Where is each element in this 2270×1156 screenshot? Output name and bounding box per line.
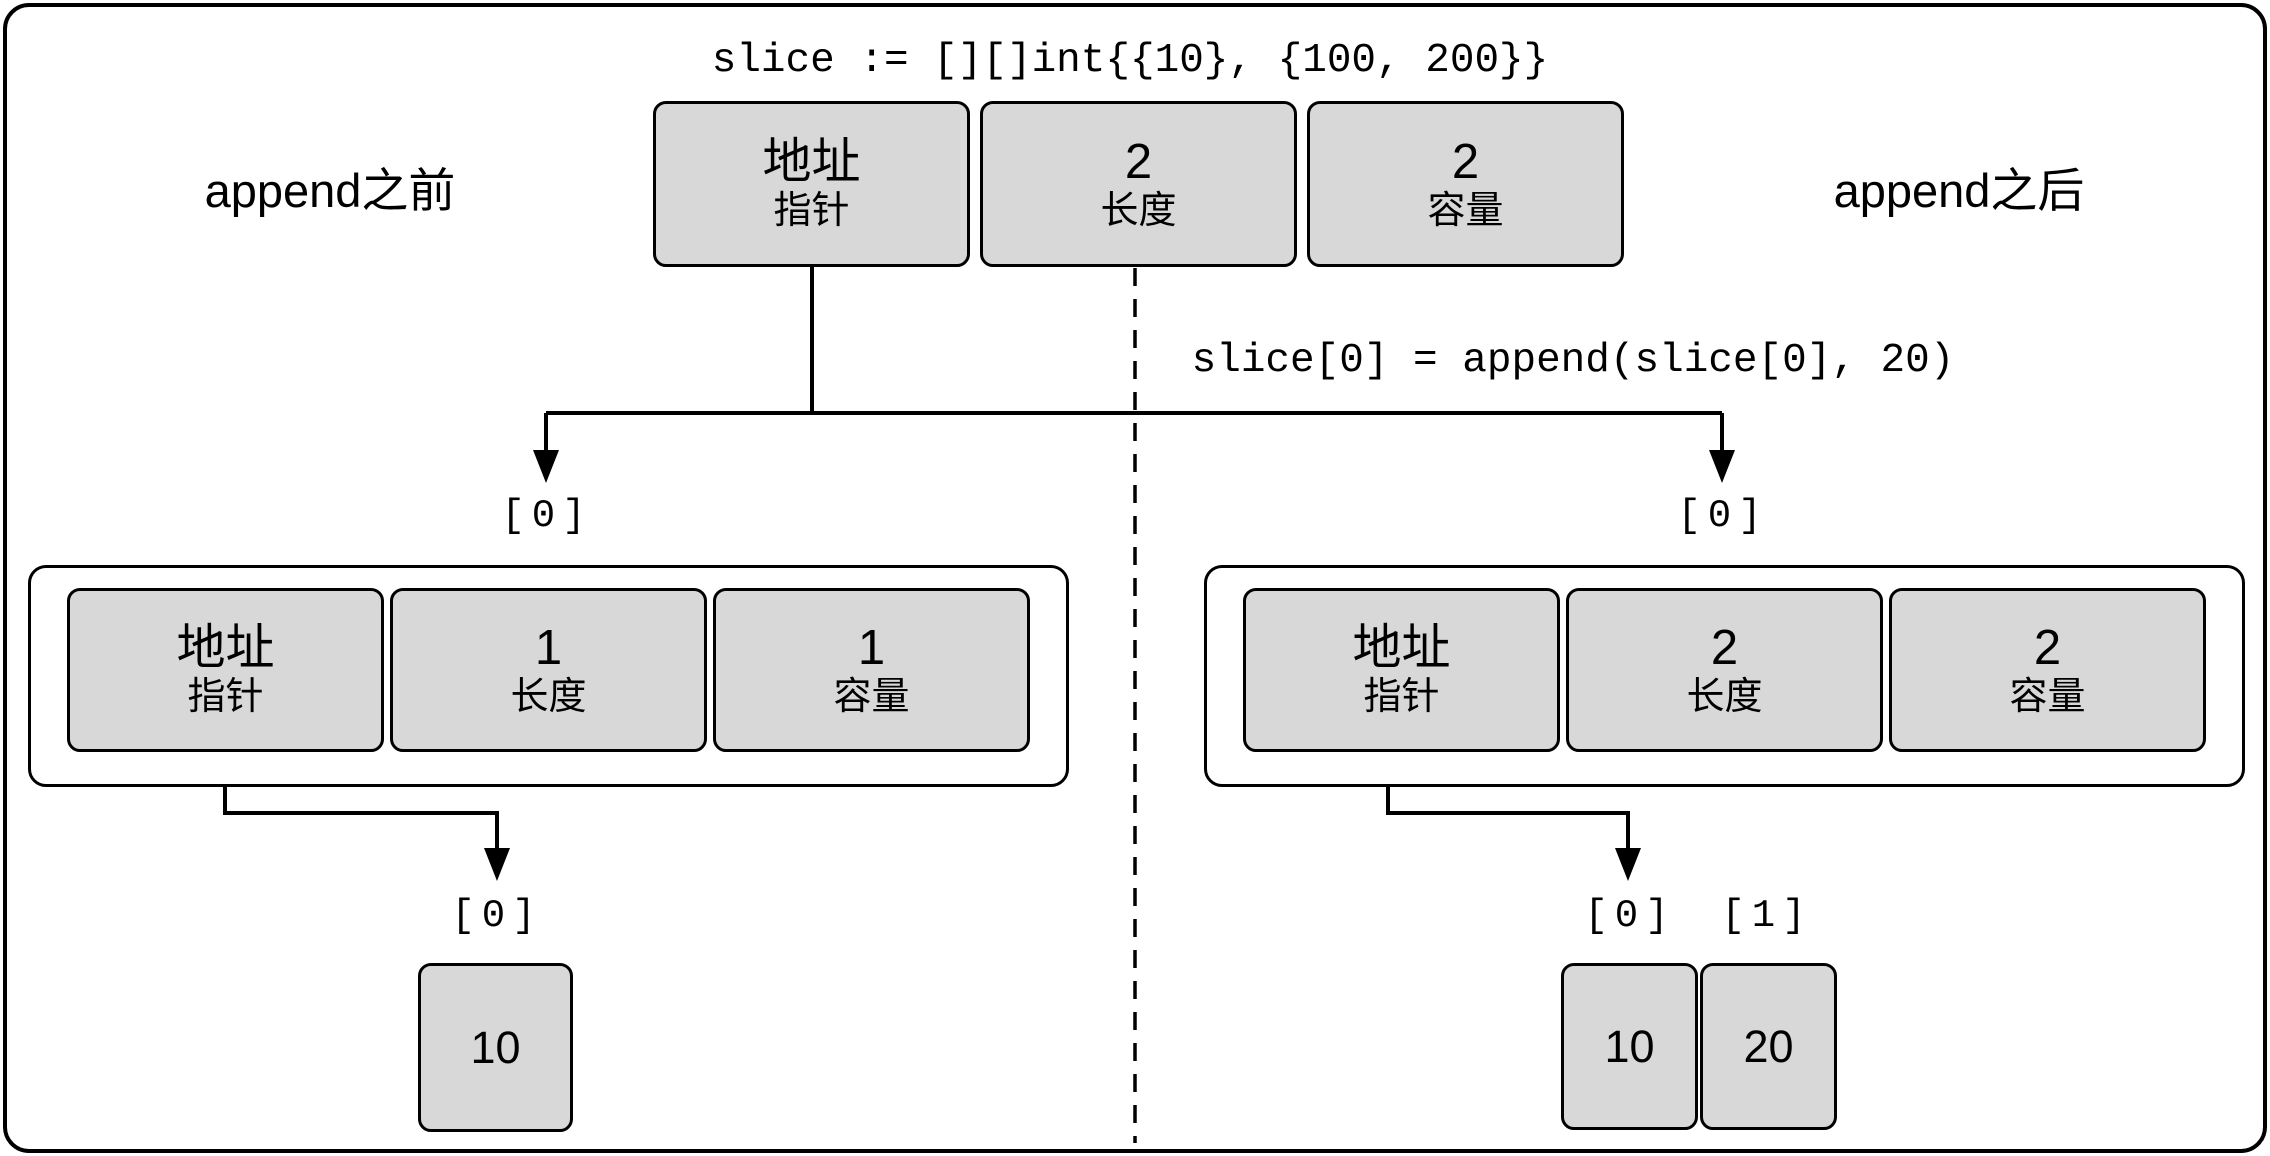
index-label: [0] — [1677, 494, 1769, 538]
capacity-label-text: 容量 — [1427, 190, 1504, 233]
length-label-text: 长度 — [1686, 676, 1763, 719]
length-label-text: 长度 — [1100, 190, 1177, 233]
capacity-value-text: 2 — [1451, 135, 1480, 190]
right-slice-capacity-cell: 2 容量 — [1889, 588, 2206, 752]
top-slice-capacity-cell: 2 容量 — [1307, 101, 1624, 267]
index-label: [0] — [451, 894, 543, 938]
arrowhead-icon — [484, 848, 510, 881]
right-slice-pointer-cell: 地址 指针 — [1243, 588, 1560, 752]
left-slice-pointer-cell: 地址 指针 — [67, 588, 384, 752]
code-declaration: slice := [][]int{{10}, {100, 200}} — [711, 38, 1549, 84]
index-label: [0] — [501, 494, 593, 538]
capacity-label-text: 容量 — [833, 676, 910, 719]
diagram-border — [3, 3, 2267, 1153]
left-slice-capacity-cell: 1 容量 — [713, 588, 1030, 752]
top-slice-length-cell: 2 长度 — [980, 101, 1297, 267]
capacity-value-text: 2 — [2033, 621, 2062, 676]
array-element-cell: 10 — [1561, 963, 1698, 1130]
label-after-append: append之后 — [1833, 164, 2085, 217]
pointer-sub-text: 指针 — [187, 676, 264, 719]
pointer-sub-text: 指针 — [1363, 676, 1440, 719]
array-element-cell: 10 — [418, 963, 573, 1132]
pointer-sub-text: 指针 — [773, 190, 850, 233]
length-label-text: 长度 — [510, 676, 587, 719]
length-value-text: 2 — [1710, 621, 1739, 676]
label-before-append: append之前 — [204, 164, 456, 217]
capacity-label-text: 容量 — [2009, 676, 2086, 719]
length-value-text: 2 — [1124, 135, 1153, 190]
arrowhead-icon — [1615, 848, 1641, 881]
array-element-cell: 20 — [1700, 963, 1837, 1130]
capacity-value-text: 1 — [857, 621, 886, 676]
right-slice-length-cell: 2 长度 — [1566, 588, 1883, 752]
top-slice-pointer-cell: 地址 指针 — [653, 101, 970, 267]
arrowhead-icon — [533, 450, 559, 483]
code-append-statement: slice[0] = append(slice[0], 20) — [1191, 338, 1955, 384]
index-label: [1] — [1721, 894, 1813, 938]
arrowhead-icon — [1709, 450, 1735, 483]
index-label: [0] — [1584, 894, 1676, 938]
top-pointer-connector — [544, 267, 1724, 452]
pointer-main-text: 地址 — [176, 621, 275, 676]
length-value-text: 1 — [534, 621, 563, 676]
pointer-main-text: 地址 — [1352, 621, 1451, 676]
pointer-main-text: 地址 — [762, 135, 861, 190]
left-slice-length-cell: 1 长度 — [390, 588, 707, 752]
